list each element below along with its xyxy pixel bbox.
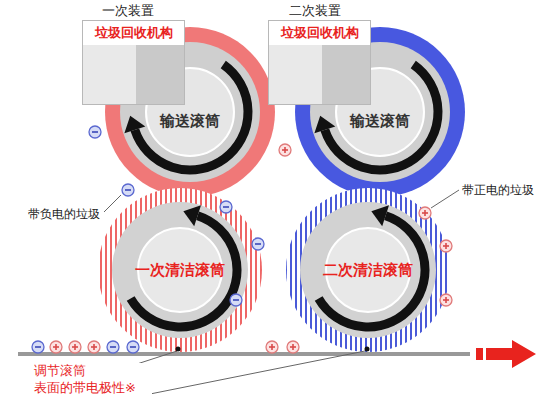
leader-line xyxy=(150,351,365,394)
negative-particle xyxy=(89,126,101,138)
charge-sign xyxy=(271,344,273,350)
positive-particle xyxy=(287,341,299,353)
drum-center: 一次清洁滚筒 xyxy=(138,228,222,312)
callout-label: 带正电的垃圾 xyxy=(462,182,534,199)
charge-sign xyxy=(284,147,286,153)
charge-sign xyxy=(223,206,229,208)
contact-dot xyxy=(365,347,370,352)
drum-label: 二次清洁滚筒 xyxy=(323,261,413,280)
charge-sign xyxy=(55,344,57,350)
positive-particle xyxy=(419,207,431,219)
negative-particle xyxy=(107,341,119,353)
positive-particle xyxy=(50,341,62,353)
leader-line xyxy=(104,195,121,212)
conveyor-belt xyxy=(18,352,470,356)
rotation-arrow xyxy=(131,216,237,327)
charge-sign xyxy=(255,243,261,245)
negative-particle xyxy=(230,294,242,306)
negative-particle xyxy=(122,184,134,196)
contact-dot xyxy=(176,347,181,352)
device-title: 二次装置 xyxy=(289,2,341,20)
drum-center: 二次清洁滚筒 xyxy=(326,228,410,312)
rotation-arrow xyxy=(319,216,425,327)
charge-sign xyxy=(74,344,76,350)
collector-box: 垃圾回收机构 xyxy=(82,20,185,105)
drum-label: 一次清洁滚筒 xyxy=(135,261,225,280)
collector-box: 垃圾回收机构 xyxy=(268,20,371,105)
charge-sign xyxy=(93,344,95,350)
charge-sign xyxy=(110,346,116,348)
rotation-arrowhead xyxy=(314,116,335,134)
positive-particle xyxy=(440,294,452,306)
charge-sign xyxy=(445,297,447,303)
charge-sign xyxy=(125,189,131,191)
negative-particle xyxy=(252,238,264,250)
drum-part xyxy=(112,202,248,338)
rotation-arrowhead xyxy=(183,205,201,226)
cleaning-drum xyxy=(98,188,262,352)
leader-line xyxy=(431,190,459,208)
drum-part xyxy=(300,202,436,338)
note-label: 调节滚筒 表面的带电极性※ xyxy=(34,363,152,397)
negative-particle xyxy=(32,341,44,353)
charge-sign xyxy=(292,344,294,350)
drum-label: 输送滚筒 xyxy=(160,112,220,131)
charge-sign xyxy=(92,131,98,133)
charge-sign xyxy=(424,210,426,216)
rotation-arrowhead xyxy=(371,205,389,226)
box-title: 垃圾回收机构 xyxy=(83,21,184,45)
positive-particle xyxy=(69,341,81,353)
charge-sign xyxy=(130,346,136,348)
rotation-arrowhead xyxy=(124,116,145,134)
device-title: 一次装置 xyxy=(102,2,154,20)
charge-sign xyxy=(445,243,447,249)
cleaning-drum xyxy=(286,188,450,352)
direction-arrow xyxy=(476,348,479,360)
negative-particle xyxy=(220,201,232,213)
callout-label: 带负电的垃圾 xyxy=(28,206,100,223)
charge-sign xyxy=(233,299,239,301)
negative-particle xyxy=(127,341,139,353)
charge-sign xyxy=(35,346,41,348)
box-title: 垃圾回收机构 xyxy=(269,21,370,45)
drum-label: 输送滚筒 xyxy=(350,112,410,131)
direction-arrow xyxy=(478,340,536,368)
positive-particle xyxy=(88,341,100,353)
positive-particle xyxy=(266,341,278,353)
positive-particle xyxy=(279,144,291,156)
direction-arrow-gap xyxy=(483,348,486,360)
positive-particle xyxy=(440,240,452,252)
